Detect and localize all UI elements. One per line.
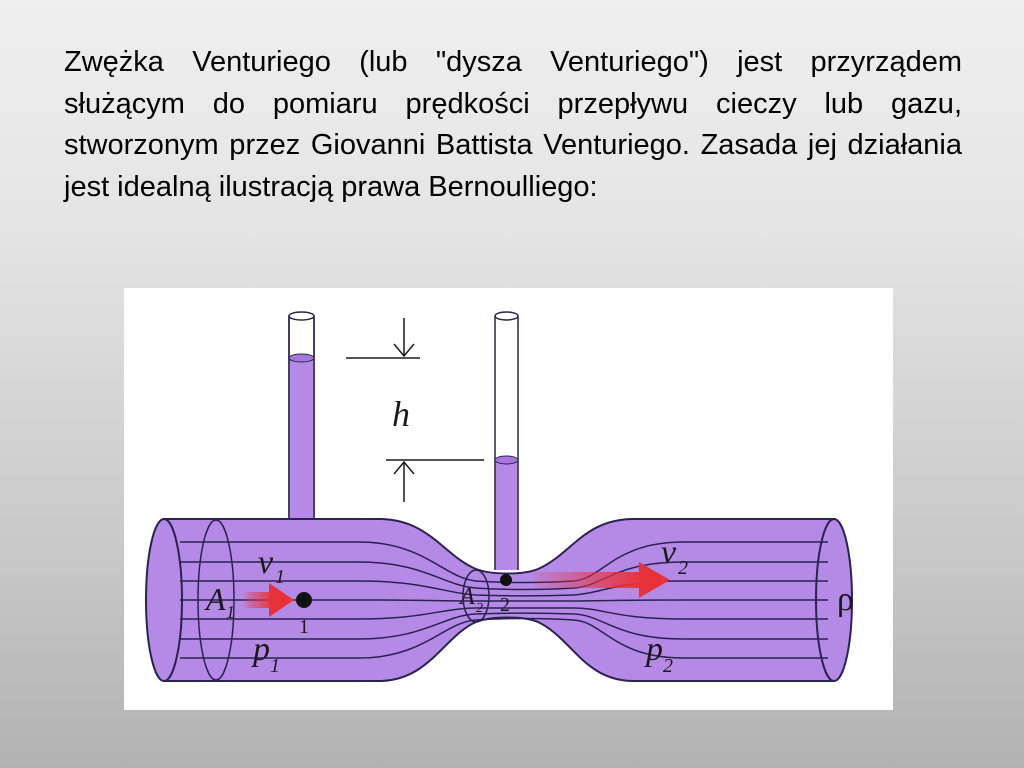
area-2-subscript: 2 [476,601,483,616]
measurement-point-2 [500,574,512,586]
area-1-label: A [204,581,226,617]
height-dimension [346,318,484,502]
manometer-tube-left [288,311,315,520]
left-pipe-opening [145,518,183,682]
intro-paragraph: Zwężka Venturiego (lub "dysza Venturiego… [64,46,962,203]
manometer-tube-right [494,311,519,570]
area-2-label: A [458,584,475,610]
velocity-2-subscript: 2 [678,557,688,579]
pressure-2-subscript: 2 [663,655,673,677]
pressure-1-label: p [251,631,270,668]
measurement-point-1 [296,592,312,608]
density-symbol: ρ [837,581,854,618]
velocity-1-label: v [258,544,274,581]
flow-arrow-1 [244,583,294,617]
velocity-1-subscript: 1 [275,566,285,588]
pressure-1-subscript: 1 [270,655,280,677]
point-1-label: 1 [299,616,309,638]
velocity-2-label: v [661,534,677,571]
flow-arrow-2 [534,562,670,598]
pressure-2-label: p [644,631,663,668]
venturi-diagram: h v 1 v 2 A 1 A 2 1 2 p 1 p 2 ρ [124,288,893,710]
area-1-subscript: 1 [226,602,235,622]
point-2-label: 2 [500,594,510,616]
height-label: h [392,394,410,434]
